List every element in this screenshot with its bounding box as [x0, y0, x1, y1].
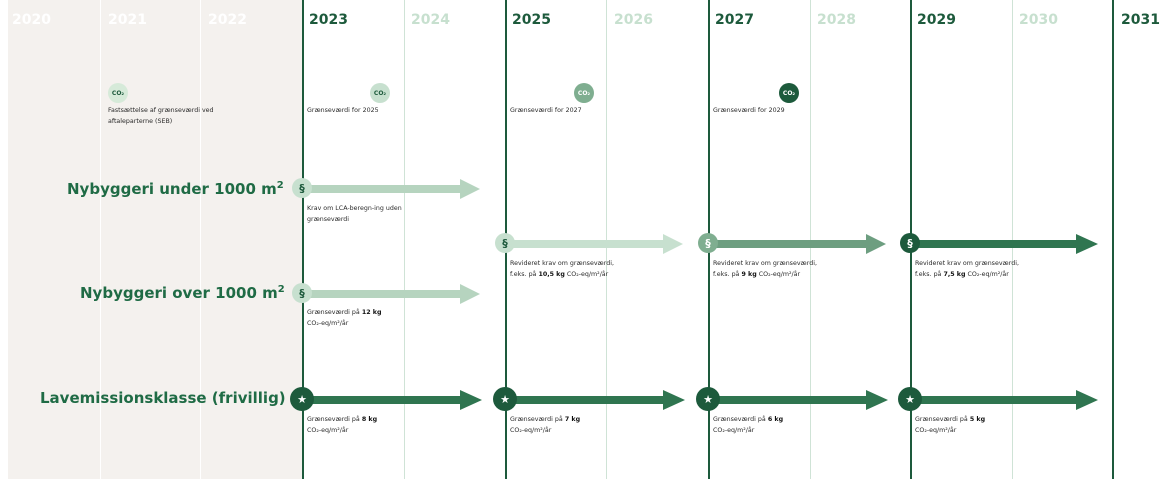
row-label-text: Nybyggeri over 1000 m: [80, 284, 278, 302]
gridline-2024: [404, 0, 405, 479]
arrow-over-2023: [302, 284, 480, 304]
requirement-value: 10,5 kg: [538, 271, 565, 278]
row-label-text: Nybyggeri under 1000 m: [67, 180, 277, 198]
star-icon: ★: [696, 387, 720, 411]
arrow-over-2025: [505, 234, 683, 254]
requirement-value: 12 kg: [361, 309, 382, 316]
requirement-value: 7,5 kg: [943, 271, 966, 278]
co2-icon: CO₂: [370, 83, 390, 103]
paragraph-icon: §: [900, 233, 920, 253]
gridline-2031: [1112, 0, 1114, 479]
milestone-text-2025: Grænseværdi for 2027: [510, 107, 582, 114]
requirement-text-lav-2027: Grænseværdi på 6 kg CO₂-eq/m²/år: [713, 414, 823, 436]
gridline-2026: [606, 0, 607, 479]
requirement-pre: Revideret krav om grænseværdi, f.eks. på: [510, 260, 614, 278]
requirement-pre: Revideret krav om grænseværdi, f.eks. på: [915, 260, 1019, 278]
requirement-pre: Revideret krav om grænseværdi, f.eks. på: [713, 260, 817, 278]
requirement-unit: CO₂-eq/m²/år: [713, 427, 755, 434]
requirement-pre: Grænseværdi på: [713, 416, 766, 423]
gridline-2030: [1012, 0, 1013, 479]
requirement-unit: CO₂-eq/m²/år: [307, 427, 349, 434]
superscript: 2: [276, 180, 284, 191]
paragraph-icon: §: [495, 233, 515, 253]
paragraph-icon: §: [698, 233, 718, 253]
milestone-text-2027: Grænseværdi for 2029: [713, 107, 785, 114]
past-years-background: [8, 0, 302, 479]
co2-icon: CO₂: [574, 83, 594, 103]
year-label-2026: 2026: [614, 12, 653, 28]
requirement-text-over-2027: Revideret krav om grænseværdi, f.eks. på…: [713, 258, 828, 280]
year-label-2029: 2029: [917, 12, 956, 28]
co2-icon: CO₂: [108, 83, 128, 103]
star-icon: ★: [290, 387, 314, 411]
requirement-text-under-2023: Krav om LCA-beregn-ing uden grænseværdi: [307, 205, 402, 223]
requirement-pre: Grænseværdi på: [510, 416, 563, 423]
milestone-text-2021: Fastsættelse af grænseværdi ved aftalepa…: [108, 107, 214, 125]
arrow-lavemission-2027: [708, 390, 888, 410]
gridline-2028: [810, 0, 811, 479]
row-label-nybyggeri-under: Nybyggeri under 1000 m2: [67, 180, 284, 198]
arrow-over-2027: [708, 234, 886, 254]
requirement-pre: Grænseværdi på: [307, 416, 360, 423]
year-label-2021: 2021: [108, 12, 147, 28]
year-label-2027: 2027: [715, 12, 754, 28]
gridline-2022: [200, 0, 201, 479]
co2-icon: CO₂: [779, 83, 799, 103]
year-label-2025: 2025: [512, 12, 551, 28]
requirement-value: 5 kg: [969, 416, 986, 423]
requirement-text-over-2023: Grænseværdi på 12 kg CO₂-eq/m²/år: [307, 307, 417, 329]
paragraph-icon: §: [292, 178, 312, 198]
requirement-unit: CO₂-eq/m²/år: [967, 271, 1009, 278]
arrow-under-2023: [302, 179, 480, 199]
requirement-text-over-2029: Revideret krav om grænseværdi, f.eks. på…: [915, 258, 1030, 280]
year-label-2023: 2023: [309, 12, 348, 28]
requirement-text-over-2025: Revideret krav om grænseværdi, f.eks. på…: [510, 258, 625, 280]
requirement-value: 6 kg: [767, 416, 784, 423]
arrow-lavemission-2029: [910, 390, 1098, 410]
star-icon: ★: [493, 387, 517, 411]
year-label-2031: 2031: [1121, 12, 1160, 28]
year-label-2020: 2020: [12, 12, 51, 28]
requirement-value: 8 kg: [361, 416, 378, 423]
gridline-2021: [100, 0, 101, 479]
requirement-unit: CO₂-eq/m²/år: [566, 271, 609, 278]
requirement-unit: CO₂-eq/m²/år: [510, 427, 552, 434]
requirement-text-lav-2029: Grænseværdi på 5 kg CO₂-eq/m²/år: [915, 414, 1025, 436]
star-icon: ★: [898, 387, 922, 411]
requirement-text-lav-2025: Grænseværdi på 7 kg CO₂-eq/m²/år: [510, 414, 620, 436]
requirement-value: 9 kg: [741, 271, 757, 278]
requirement-value: 7 kg: [564, 416, 581, 423]
requirement-pre: Grænseværdi på: [307, 309, 360, 316]
arrow-lavemission-2025: [505, 390, 685, 410]
gridline-2023: [302, 0, 304, 479]
milestone-text-2023: Grænseværdi for 2025: [307, 107, 379, 114]
requirement-unit: CO₂-eq/m²/år: [758, 271, 801, 278]
row-label-nybyggeri-over: Nybyggeri over 1000 m2: [80, 284, 285, 302]
year-label-2028: 2028: [817, 12, 856, 28]
year-label-2030: 2030: [1019, 12, 1058, 28]
paragraph-icon: §: [292, 283, 312, 303]
superscript: 2: [277, 284, 285, 295]
requirement-text-lav-2023: Grænseværdi på 8 kg CO₂-eq/m²/år: [307, 414, 417, 436]
year-label-2024: 2024: [411, 12, 450, 28]
requirement-unit: CO₂-eq/m²/år: [915, 427, 957, 434]
arrow-over-2029: [910, 234, 1098, 254]
requirement-pre: Grænseværdi på: [915, 416, 968, 423]
year-label-2022: 2022: [208, 12, 247, 28]
row-label-lavemission: Lavemissionsklasse (frivillig): [40, 389, 286, 407]
arrow-lavemission-2023: [302, 390, 482, 410]
requirement-unit: CO₂-eq/m²/år: [307, 320, 349, 327]
